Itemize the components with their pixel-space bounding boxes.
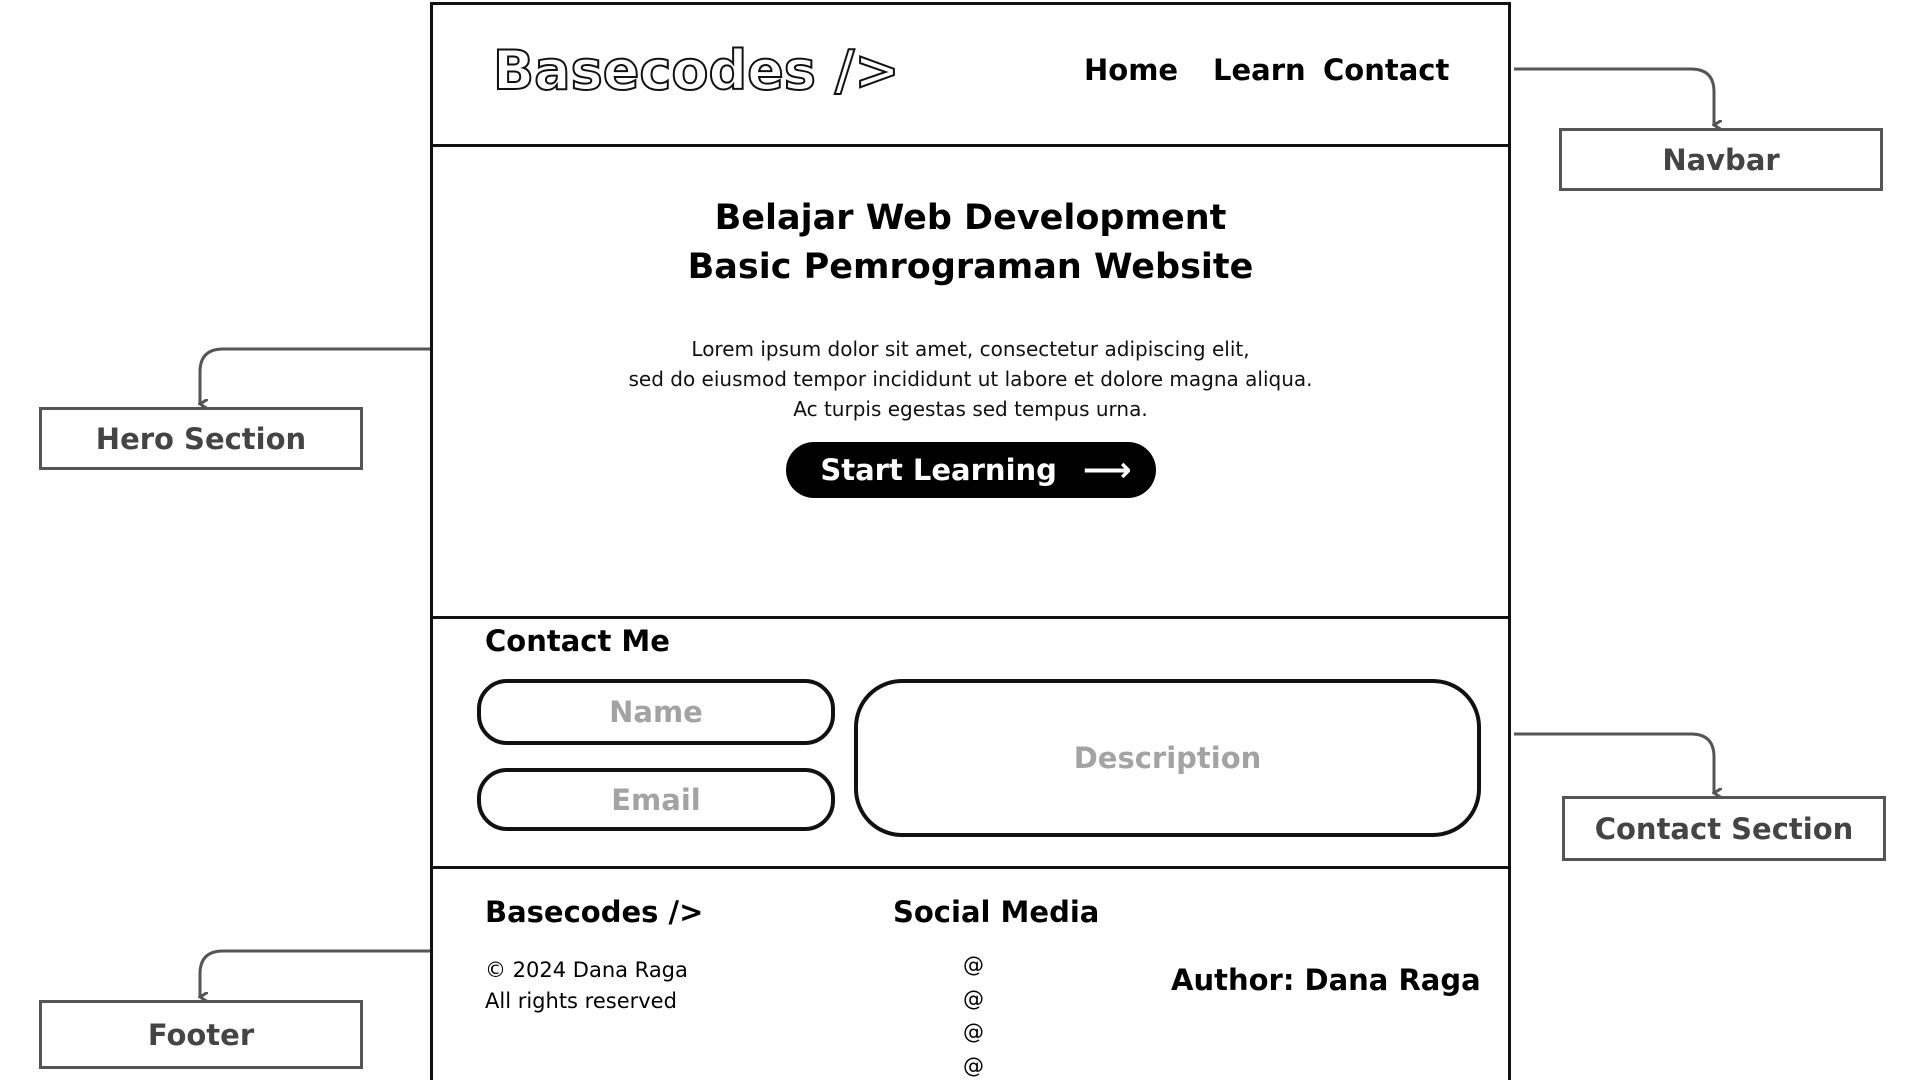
name-placeholder: Name	[609, 695, 703, 729]
footer-connector	[200, 949, 430, 997]
contact-annotation: Contact Section	[1562, 796, 1886, 861]
hero-text-line-3: Ac turpis egestas sed tempus urna.	[793, 397, 1148, 421]
hero-section: Belajar Web Development Basic Pemrograma…	[433, 144, 1508, 619]
nav-link-home[interactable]: Home	[1084, 53, 1179, 87]
social-link[interactable]: @	[963, 986, 984, 1011]
social-media-title: Social Media	[893, 895, 1100, 929]
navbar-annotation: Navbar	[1559, 128, 1883, 191]
hero-annotation: Hero Section	[39, 407, 363, 470]
hero-title-line-1: Belajar Web Development	[714, 198, 1227, 238]
contact-connector	[1514, 732, 1714, 793]
description-placeholder: Description	[1073, 741, 1262, 775]
social-media-list: @ @ @ @	[963, 949, 984, 1080]
footer-author: Author: Dana Raga	[1171, 963, 1481, 997]
social-link[interactable]: @	[963, 953, 984, 977]
hero-title: Belajar Web Development Basic Pemrograma…	[433, 194, 1508, 292]
hero-title-line-2: Basic Pemrograman Website	[687, 247, 1254, 287]
hero-description: Lorem ipsum dolor sit amet, consectetur …	[433, 334, 1508, 424]
start-learning-button[interactable]: Start Learning ⟶	[786, 442, 1156, 498]
hero-connector	[200, 347, 430, 404]
social-link[interactable]: @	[963, 1053, 984, 1078]
logo[interactable]: Basecodes />	[492, 38, 901, 103]
nav-link-learn[interactable]: Learn	[1213, 53, 1306, 87]
email-field[interactable]: Email	[477, 768, 835, 831]
social-link[interactable]: @	[963, 1020, 984, 1044]
footer: Basecodes /> © 2024 Dana Raga All rights…	[433, 869, 1508, 1080]
wireframe-page: Basecodes /> Home Learn Contact Belajar …	[430, 2, 1511, 1080]
hero-text-line-2: sed do eiusmod tempor incididunt ut labo…	[628, 367, 1313, 391]
email-placeholder: Email	[611, 782, 701, 817]
start-learning-label: Start Learning	[820, 453, 1057, 487]
navbar: Basecodes /> Home Learn Contact	[433, 5, 1508, 147]
name-field[interactable]: Name	[477, 679, 835, 745]
contact-title: Contact Me	[485, 624, 670, 658]
nav-links: Home Learn Contact	[433, 53, 1508, 93]
arrow-right-icon: ⟶	[1082, 450, 1132, 490]
nav-link-contact[interactable]: Contact	[1323, 53, 1450, 87]
footer-brand: Basecodes />	[485, 895, 704, 929]
footer-copyright: © 2024 Dana Raga	[485, 958, 688, 982]
navbar-connector	[1514, 67, 1714, 125]
footer-annotation: Footer	[39, 1000, 363, 1069]
description-field[interactable]: Description	[854, 679, 1481, 837]
footer-copyright-block: © 2024 Dana Raga All rights reserved	[485, 955, 688, 1017]
contact-section: Contact Me Name Email Description	[433, 616, 1508, 869]
footer-rights: All rights reserved	[485, 989, 677, 1013]
hero-text-line-1: Lorem ipsum dolor sit amet, consectetur …	[691, 337, 1250, 361]
